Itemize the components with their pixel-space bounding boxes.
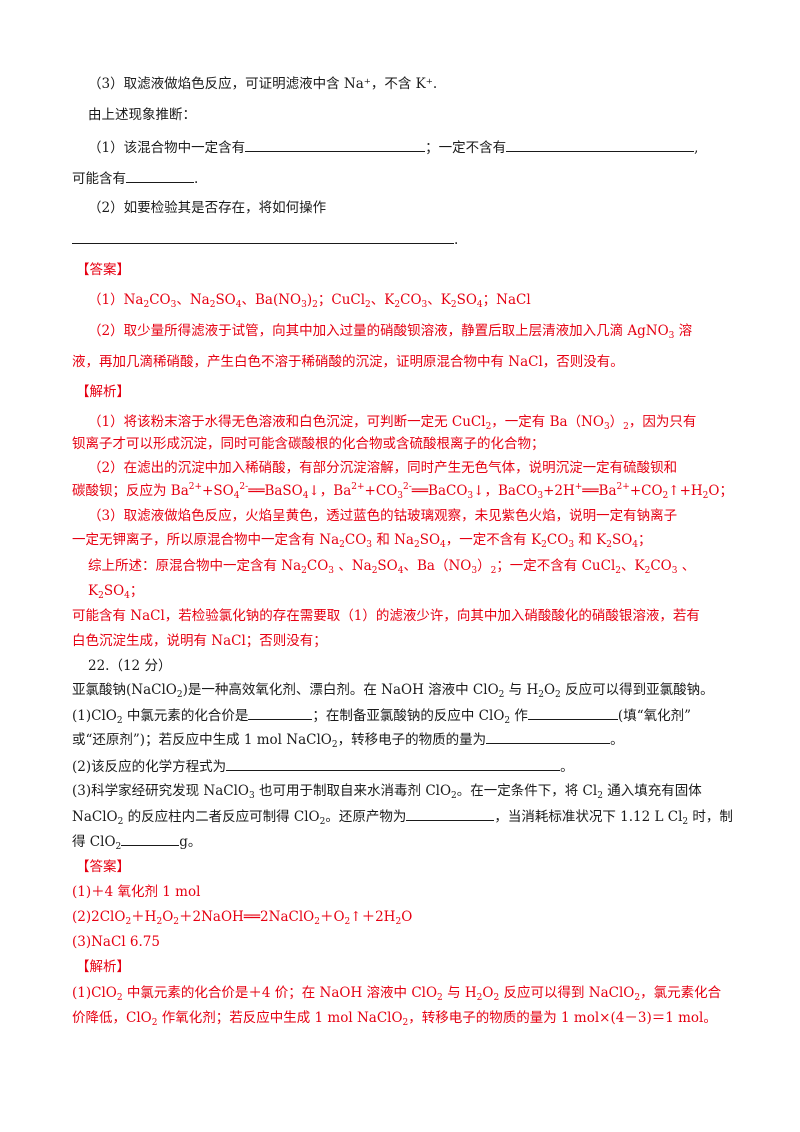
q22-sub2-text: (2)该反应的化学方程式为 xyxy=(72,759,227,775)
q22-answer-1: (1)＋4 氧化剂 1 mol xyxy=(72,884,201,900)
q22-sub2: (2)该反应的化学方程式为 。 xyxy=(72,756,574,777)
answer-2-line-1: （2）取少量所得滤液于试管，向其中加入过量的硝酸钡溶液，静置后取上层清液加入几滴… xyxy=(88,323,693,341)
q22-analysis-line-2: 价降低，ClO2 作氧化剂；若反应中生成 1 mol NaClO2，转移电子的物… xyxy=(72,1010,717,1028)
q22-sub1-line-1: (1)ClO2 中氯元素的化合价是；在制备亚氯酸钠的反应中 ClO2 作(填“氧… xyxy=(72,705,691,726)
q22-sub2-end: 。 xyxy=(560,759,574,775)
inference-intro: 由上述现象推断： xyxy=(88,107,196,123)
summary-line-3: 可能含有 NaCl，若检验氯化钠的存在需要取（1）的滤液少许，向其中加入硝酸酸化… xyxy=(72,608,700,624)
q22-answer-tag: 【答案】 xyxy=(76,859,130,875)
q22-analysis-line-1: (1)ClO2 中氯元素的化合价是＋4 价；在 NaOH 溶液中 ClO2 与 … xyxy=(72,985,722,1003)
analysis-2-line-1: （2）在滤出的沉淀中加入稀硝酸，有部分沉淀溶解，同时产生无色气体，说明沉淀一定有… xyxy=(88,460,678,476)
question-1-text-c: , xyxy=(694,140,699,156)
q22-sub1-hint: (填“氧化剂” xyxy=(617,708,691,724)
answer-1: （1）Na2CO3、Na2SO4、Ba(NO3)2；CuCl2、K2CO3、K2… xyxy=(88,292,531,310)
answer-blank xyxy=(126,168,194,183)
q22-sub3-line-1: (3)科学家经研究发现 NaClO3 也可用于制取自来水消毒剂 ClO2。在一定… xyxy=(72,783,702,801)
answer-blank xyxy=(506,137,695,152)
question-1-text-e: . xyxy=(194,171,199,187)
answer-tag: 【答案】 xyxy=(76,262,130,278)
q22-answer-3: (3)NaCl 6.75 xyxy=(72,934,160,950)
summary-line-4: 白色沉淀生成，说明有 NaCl；否则没有； xyxy=(72,633,327,649)
q22-sub3-end: g。 xyxy=(179,834,202,850)
question-1-line: （1）该混合物中一定含有 ；一定不含有, xyxy=(88,137,698,158)
analysis-3-line-1: （3）取滤液做焰色反应，火焰呈黄色，透过蓝色的钴玻璃观察，未见紫色火焰，说明一定… xyxy=(88,508,678,524)
answer-blank xyxy=(248,705,313,720)
q22-answer-2: (2)2ClO2＋H2O2＋2NaOH══2NaClO2＋O2↑＋2H2O xyxy=(72,909,413,927)
analysis-tag: 【解析】 xyxy=(76,384,130,400)
analysis-1-line-2: 钡离子才可以形成沉淀，同时可能含碳酸根的化合物或含硫酸根离子的化合物； xyxy=(72,436,545,452)
answer-blank xyxy=(121,831,180,846)
answer-2-line-2: 液，再加几滴稀硝酸，产生白色不溶于稀硝酸的沉淀，证明原混合物中有 NaCl，否则… xyxy=(72,354,624,370)
answer-blank xyxy=(226,756,561,771)
answer-blank xyxy=(406,806,495,821)
q22-sub1-line-2: 或“还原剂”)；若反应中生成 1 mol NaClO2，转移电子的物质的量为。 xyxy=(72,729,624,750)
q22-analysis-tag: 【解析】 xyxy=(76,959,130,975)
analysis-1-line-1: （1）将该粉末溶于水得无色溶液和白色沉淀，可判断一定无 CuCl2，一定有 Ba… xyxy=(88,414,697,432)
question-2: （2）如要检验其是否存在，将如何操作 xyxy=(88,200,327,216)
analysis-3-line-2: 一定无钾离子，所以原混合物中一定含有 Na2CO3 和 Na2SO4，一定不含有… xyxy=(72,532,652,550)
question-22-header: 22.（12 分） xyxy=(88,658,172,674)
answer-blank xyxy=(72,229,454,244)
analysis-2-line-2: 碳酸钡；反应为 Ba2++SO42-══BaSO4↓，Ba2++CO32-══B… xyxy=(72,482,733,501)
answer-blank xyxy=(486,729,611,744)
summary-line-1: 综上所述：原混合物中一定含有 Na2CO3 、Na2SO4、Ba（NO3）2；一… xyxy=(88,558,696,576)
q22-sub3-line-2: NaClO2 的反应柱内二者反应可制得 ClO2。还原产物为，当消耗标准状况下 … xyxy=(72,806,733,827)
question-2-end: . xyxy=(454,232,459,248)
answer-blank xyxy=(527,705,618,720)
question-1-text-d: 可能含有 xyxy=(72,171,126,187)
answer-blank xyxy=(245,137,426,152)
observation-3: （3）取滤液做焰色反应，可证明滤液中含 Na⁺，不含 K⁺. xyxy=(88,76,438,92)
q22-sub1-end: 。 xyxy=(610,732,624,748)
question-2-blank-line: . xyxy=(72,229,458,250)
question-1-text-a: （1）该混合物中一定含有 xyxy=(88,140,246,156)
question-22-intro: 亚氯酸钠(NaClO2)是一种高效氧化剂、漂白剂。在 NaOH 溶液中 ClO2… xyxy=(72,682,714,700)
summary-line-2: K2SO4； xyxy=(88,583,144,601)
question-1-text-b: ；一定不含有 xyxy=(425,140,507,156)
question-1-line-2: 可能含有. xyxy=(72,168,198,189)
